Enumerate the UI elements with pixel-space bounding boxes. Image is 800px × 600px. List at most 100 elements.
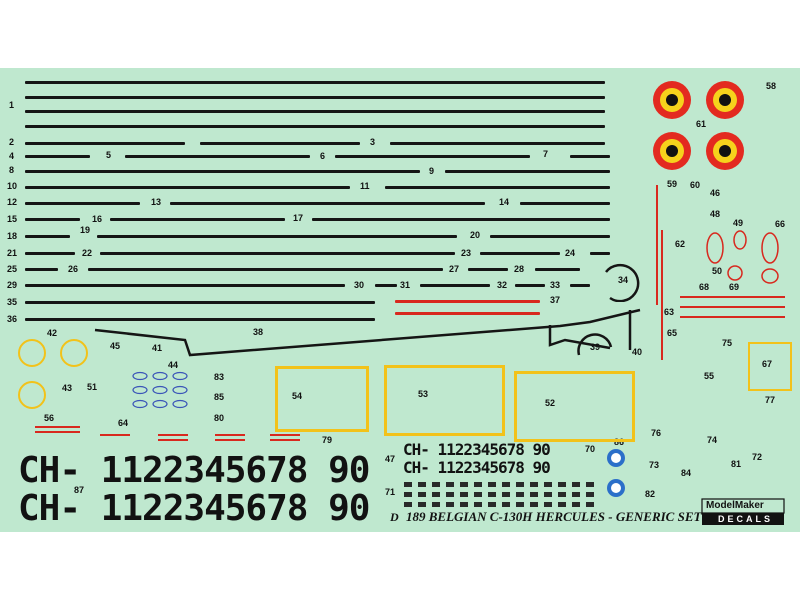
label-40: 40 (632, 347, 643, 357)
label-51: 51 (87, 382, 98, 392)
stripe-16 (110, 218, 285, 221)
stripe-9 (445, 170, 610, 173)
stripe-1d (25, 125, 605, 128)
stripe-12 (25, 202, 140, 205)
label-38: 38 (253, 327, 264, 337)
stripe-27 (468, 268, 508, 271)
stripe-5 (125, 155, 310, 158)
label-54: 54 (292, 391, 303, 401)
label-60: 60 (690, 180, 701, 190)
label-68: 68 (699, 282, 710, 292)
logo-brand-bottom: DECALS (718, 514, 774, 524)
label-74: 74 (707, 435, 718, 445)
label-73: 73 (649, 460, 660, 470)
label-62: 62 (675, 239, 686, 249)
yellow-box-67 (748, 342, 792, 391)
label-67: 67 (762, 359, 773, 369)
label-30: 30 (354, 280, 365, 290)
yellow-box-52 (514, 371, 635, 442)
stripe-4b (25, 155, 90, 158)
label-66: 66 (775, 219, 786, 229)
stripe-14 (520, 202, 610, 205)
label-80: 80 (214, 413, 225, 423)
label-58: 58 (766, 81, 777, 91)
label-42: 42 (47, 328, 58, 338)
stripe-1b (25, 96, 605, 99)
stripe-21 (25, 252, 75, 255)
label-83: 83 (214, 372, 225, 382)
stripe-13 (170, 202, 485, 205)
label-14: 14 (499, 197, 510, 207)
stripe-35 (25, 301, 375, 304)
label-82: 82 (645, 489, 656, 499)
stripe-2 (25, 142, 185, 145)
label-56: 56 (44, 413, 55, 423)
stripe-10 (25, 186, 350, 189)
label-20: 20 (470, 230, 481, 240)
logo-brand-top: ModelMaker (706, 500, 764, 511)
stripe-22 (100, 252, 455, 255)
label-23: 23 (461, 248, 472, 258)
stripe-4 (390, 142, 605, 145)
stripe-32 (515, 284, 545, 287)
label-18: 18 (7, 231, 18, 241)
label-22: 22 (82, 248, 93, 258)
stripe-3 (200, 142, 360, 145)
label-31: 31 (400, 280, 411, 290)
label-76: 76 (651, 428, 662, 438)
label-28: 28 (514, 264, 525, 274)
stripe-15 (25, 218, 80, 221)
label-61: 61 (696, 119, 707, 129)
blue-badges (132, 371, 188, 409)
registration-small-1: CH- 1122345678 90 (403, 440, 551, 459)
label-6: 6 (320, 151, 326, 161)
label-2: 2 (9, 137, 15, 147)
stripe-7 (570, 155, 610, 158)
squadron-emblems (607, 449, 625, 497)
label-10: 10 (7, 181, 18, 191)
label-8: 8 (9, 165, 15, 175)
sheet-letter: D (390, 510, 399, 524)
red-line-63b (661, 230, 663, 360)
label-84: 84 (681, 468, 692, 478)
label-24: 24 (565, 248, 576, 258)
stencil-blocks (404, 482, 594, 510)
label-65: 65 (667, 328, 678, 338)
sheet-title: 189 BELGIAN C-130H HERCULES - GENERIC SE… (406, 509, 702, 524)
registration-small-2: CH- 1122345678 90 (403, 458, 551, 477)
label-81: 81 (731, 459, 742, 469)
stripe-23 (480, 252, 560, 255)
label-19: 19 (80, 225, 91, 235)
stripe-6 (335, 155, 530, 158)
stripe-17 (312, 218, 610, 221)
registration-large-1: CH- 1122345678 90 (18, 450, 370, 491)
label-87: 87 (74, 485, 85, 495)
label-72: 72 (752, 452, 763, 462)
label-77: 77 (765, 395, 776, 405)
arc-decal-39 (577, 333, 613, 356)
red-dashes-row (100, 434, 130, 436)
label-50: 50 (712, 266, 723, 276)
label-44: 44 (168, 360, 179, 370)
label-86: 86 (614, 437, 625, 447)
yellow-box-54 (275, 366, 369, 432)
label-32: 32 (497, 280, 508, 290)
label-25: 25 (7, 264, 18, 274)
red-stripe-37a (395, 300, 540, 303)
label-69: 69 (729, 282, 740, 292)
label-45: 45 (110, 341, 121, 351)
registration-large-2: CH- 1122345678 90 (18, 488, 370, 529)
red-stripes-right (680, 296, 785, 298)
label-9: 9 (429, 166, 435, 176)
label-26: 26 (68, 264, 79, 274)
label-53: 53 (418, 389, 429, 399)
label-85: 85 (214, 392, 225, 402)
label-59: 59 (667, 179, 678, 189)
red-line-56 (35, 426, 80, 428)
stripe-25 (25, 268, 58, 271)
label-29: 29 (7, 280, 18, 290)
walkway-line (94, 308, 641, 357)
label-47: 47 (385, 454, 396, 464)
label-43: 43 (62, 383, 73, 393)
label-7: 7 (543, 149, 549, 159)
